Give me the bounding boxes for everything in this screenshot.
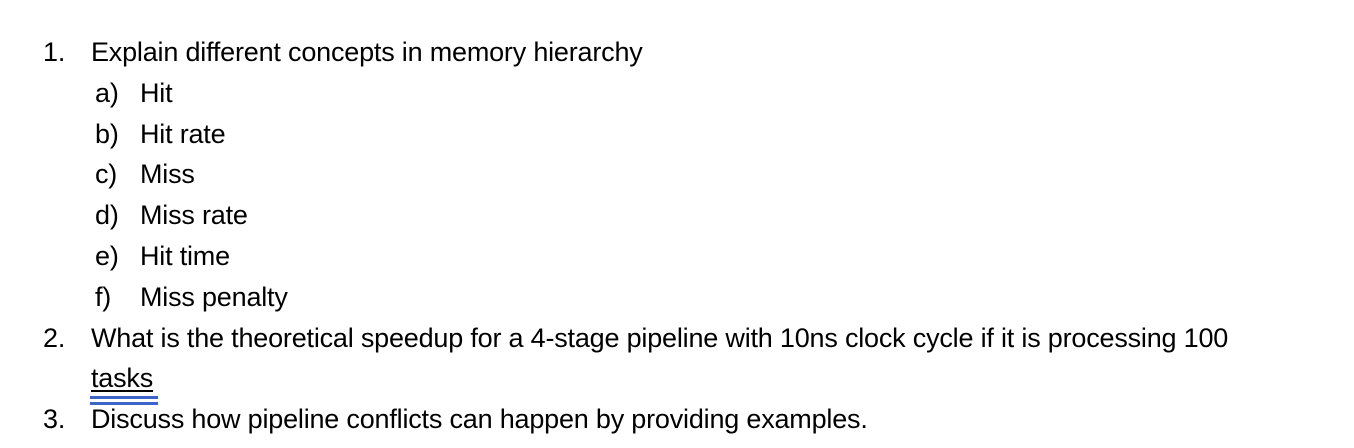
sub-item-c-text: Miss xyxy=(140,159,195,190)
list-item-2-continuation: tasks xyxy=(0,358,1354,400)
sub-item-a-text: Hit xyxy=(140,77,173,108)
sub-item-f-letter: f) xyxy=(95,281,112,312)
list-item-2-number: 2. xyxy=(43,322,66,353)
sub-item-e-text: Hit time xyxy=(140,240,230,271)
sub-item-c: c) Miss xyxy=(0,154,1354,195)
sub-item-f: f) Miss penalty xyxy=(0,277,1354,318)
sub-item-b-letter: b) xyxy=(95,118,119,149)
sub-item-c-letter: c) xyxy=(95,159,118,190)
sub-item-d-text: Miss rate xyxy=(140,200,248,231)
list-item-1-text: Explain different concepts in memory hie… xyxy=(91,37,643,67)
sub-item-e: e) Hit time xyxy=(0,236,1354,277)
list-item-1: 1. Explain different concepts in memory … xyxy=(0,32,1354,73)
list-item-2: 2. What is the theoretical speedup for a… xyxy=(0,318,1354,359)
sub-item-b-text: Hit rate xyxy=(140,118,226,149)
list-item-3-text: Discuss how pipeline conflicts can happe… xyxy=(91,404,868,435)
grammar-marked-word[interactable]: tasks xyxy=(89,358,159,400)
sub-item-a-letter: a) xyxy=(95,77,119,108)
list-item-1-number: 1. xyxy=(43,37,66,67)
sub-item-b: b) Hit rate xyxy=(0,114,1354,155)
sub-item-a: a) Hit xyxy=(0,73,1354,114)
list-item-3: 3. Discuss how pipeline conflicts can ha… xyxy=(0,399,1354,440)
sub-item-f-text: Miss penalty xyxy=(140,281,288,312)
list-item-3-number: 3. xyxy=(43,404,66,435)
sub-item-e-letter: e) xyxy=(95,240,119,271)
sub-item-d-letter: d) xyxy=(95,200,119,231)
sub-item-d: d) Miss rate xyxy=(0,195,1354,236)
list-item-2-text: What is the theoretical speedup for a 4-… xyxy=(91,322,1229,353)
